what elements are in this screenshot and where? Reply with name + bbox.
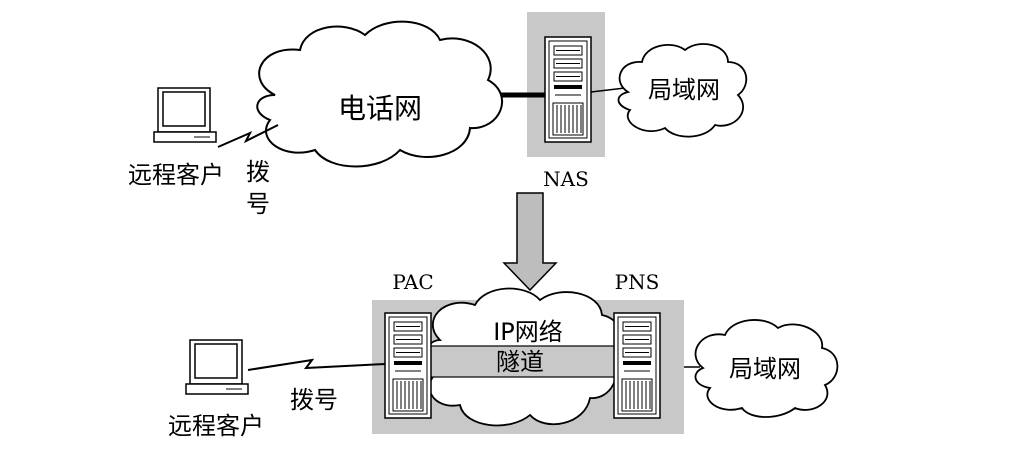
nas-lan-link	[590, 87, 626, 93]
top-dial-line	[217, 124, 279, 148]
bottom-lan-label: 局域网	[729, 355, 801, 383]
bottom-lan-cloud	[694, 319, 839, 418]
phone-network-cloud	[256, 20, 503, 168]
top-dial-label-1: 拨	[246, 158, 270, 186]
tunnel-label-1: IP网络	[493, 318, 563, 346]
nas-label: NAS	[543, 167, 589, 191]
top-client-label: 远程客户	[128, 161, 224, 189]
phone-network-label: 电话网	[338, 92, 422, 125]
top-lan-cloud	[617, 43, 748, 138]
pac-label: PAC	[392, 270, 433, 294]
pac-server-icon	[384, 312, 432, 419]
tunnel-label-2: 隧道	[496, 348, 544, 376]
down-arrow-icon	[502, 192, 558, 292]
pns-server-icon	[613, 312, 661, 419]
bottom-client-label: 远程客户	[168, 412, 264, 440]
bottom-dial-label: 拨号	[290, 386, 338, 414]
top-client-computer-icon	[153, 87, 217, 143]
top-dial-label-2: 号	[246, 190, 270, 218]
bottom-dial-line	[247, 358, 386, 371]
top-lan-label: 局域网	[648, 76, 720, 104]
bottom-client-computer-icon	[185, 339, 249, 395]
pns-label: PNS	[615, 270, 660, 294]
nas-server-icon	[544, 36, 592, 143]
